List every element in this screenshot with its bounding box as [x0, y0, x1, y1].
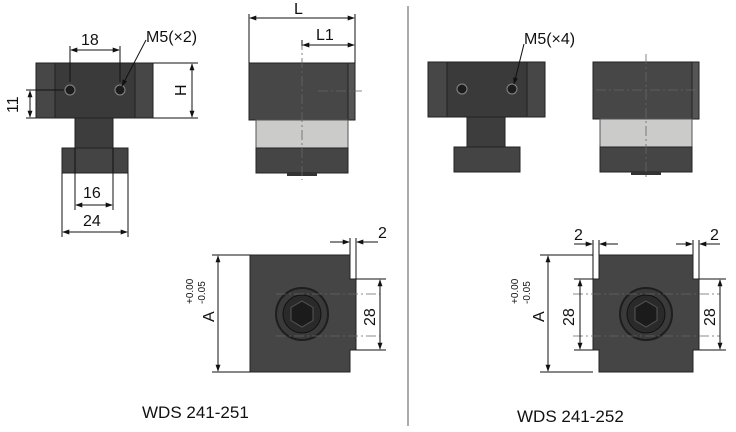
- right-dim-m5: M5(×4): [524, 31, 575, 48]
- left-dim-tol-plus: +0.00: [185, 278, 196, 304]
- right-front-view: M5(×4): [427, 31, 575, 173]
- right-top-hex-socket: [634, 300, 658, 328]
- right-model-label: WDS 241-252: [517, 407, 624, 426]
- right-dim-28-right: 28: [702, 308, 719, 326]
- left-model-label: WDS 241-251: [142, 403, 249, 422]
- right-dim-2-left: 2: [574, 227, 583, 244]
- left-dim-18: 18: [81, 32, 99, 49]
- right-front-neck: [466, 116, 506, 148]
- left-front-hole-1: [64, 84, 76, 96]
- left-top-view: A +0.00 -0.05 2 28: [185, 225, 387, 373]
- left-dim-tol-minus: -0.05: [197, 281, 208, 304]
- right-front-hole-1: [456, 83, 468, 95]
- left-front-base: [61, 147, 129, 174]
- right-front-hole-2: [506, 83, 518, 95]
- left-front-hole-2: [114, 84, 126, 96]
- left-dim-24: 24: [83, 213, 101, 230]
- left-dim-h: H: [173, 84, 190, 96]
- left-dim-2: 2: [378, 225, 387, 242]
- right-front-base: [453, 146, 521, 173]
- right-dim-28-left: 28: [561, 308, 578, 326]
- left-dim-a: A: [201, 311, 218, 322]
- right-top-view: A +0.00 -0.05 2 2 28 28: [510, 227, 726, 373]
- right-dim-a: A: [531, 311, 548, 322]
- right-dim-tol-plus: +0.00: [510, 278, 521, 304]
- left-front-view: 18 M5(×2) 11 H 16 24: [5, 29, 198, 237]
- left-side-view: L L1: [248, 1, 362, 180]
- left-dim-28: 28: [362, 308, 379, 326]
- left-dim-l: L: [294, 1, 303, 18]
- left-top-hex-socket: [290, 300, 314, 328]
- right-dim-tol-minus: -0.05: [522, 281, 533, 304]
- left-dim-16: 16: [83, 185, 101, 202]
- left-dim-l1: L1: [316, 27, 334, 44]
- left-dim-m5: M5(×2): [146, 29, 197, 46]
- right-side-view: [592, 54, 700, 180]
- left-dim-11: 11: [5, 96, 22, 113]
- left-front-neck: [74, 117, 114, 149]
- right-dim-2-right: 2: [710, 227, 719, 244]
